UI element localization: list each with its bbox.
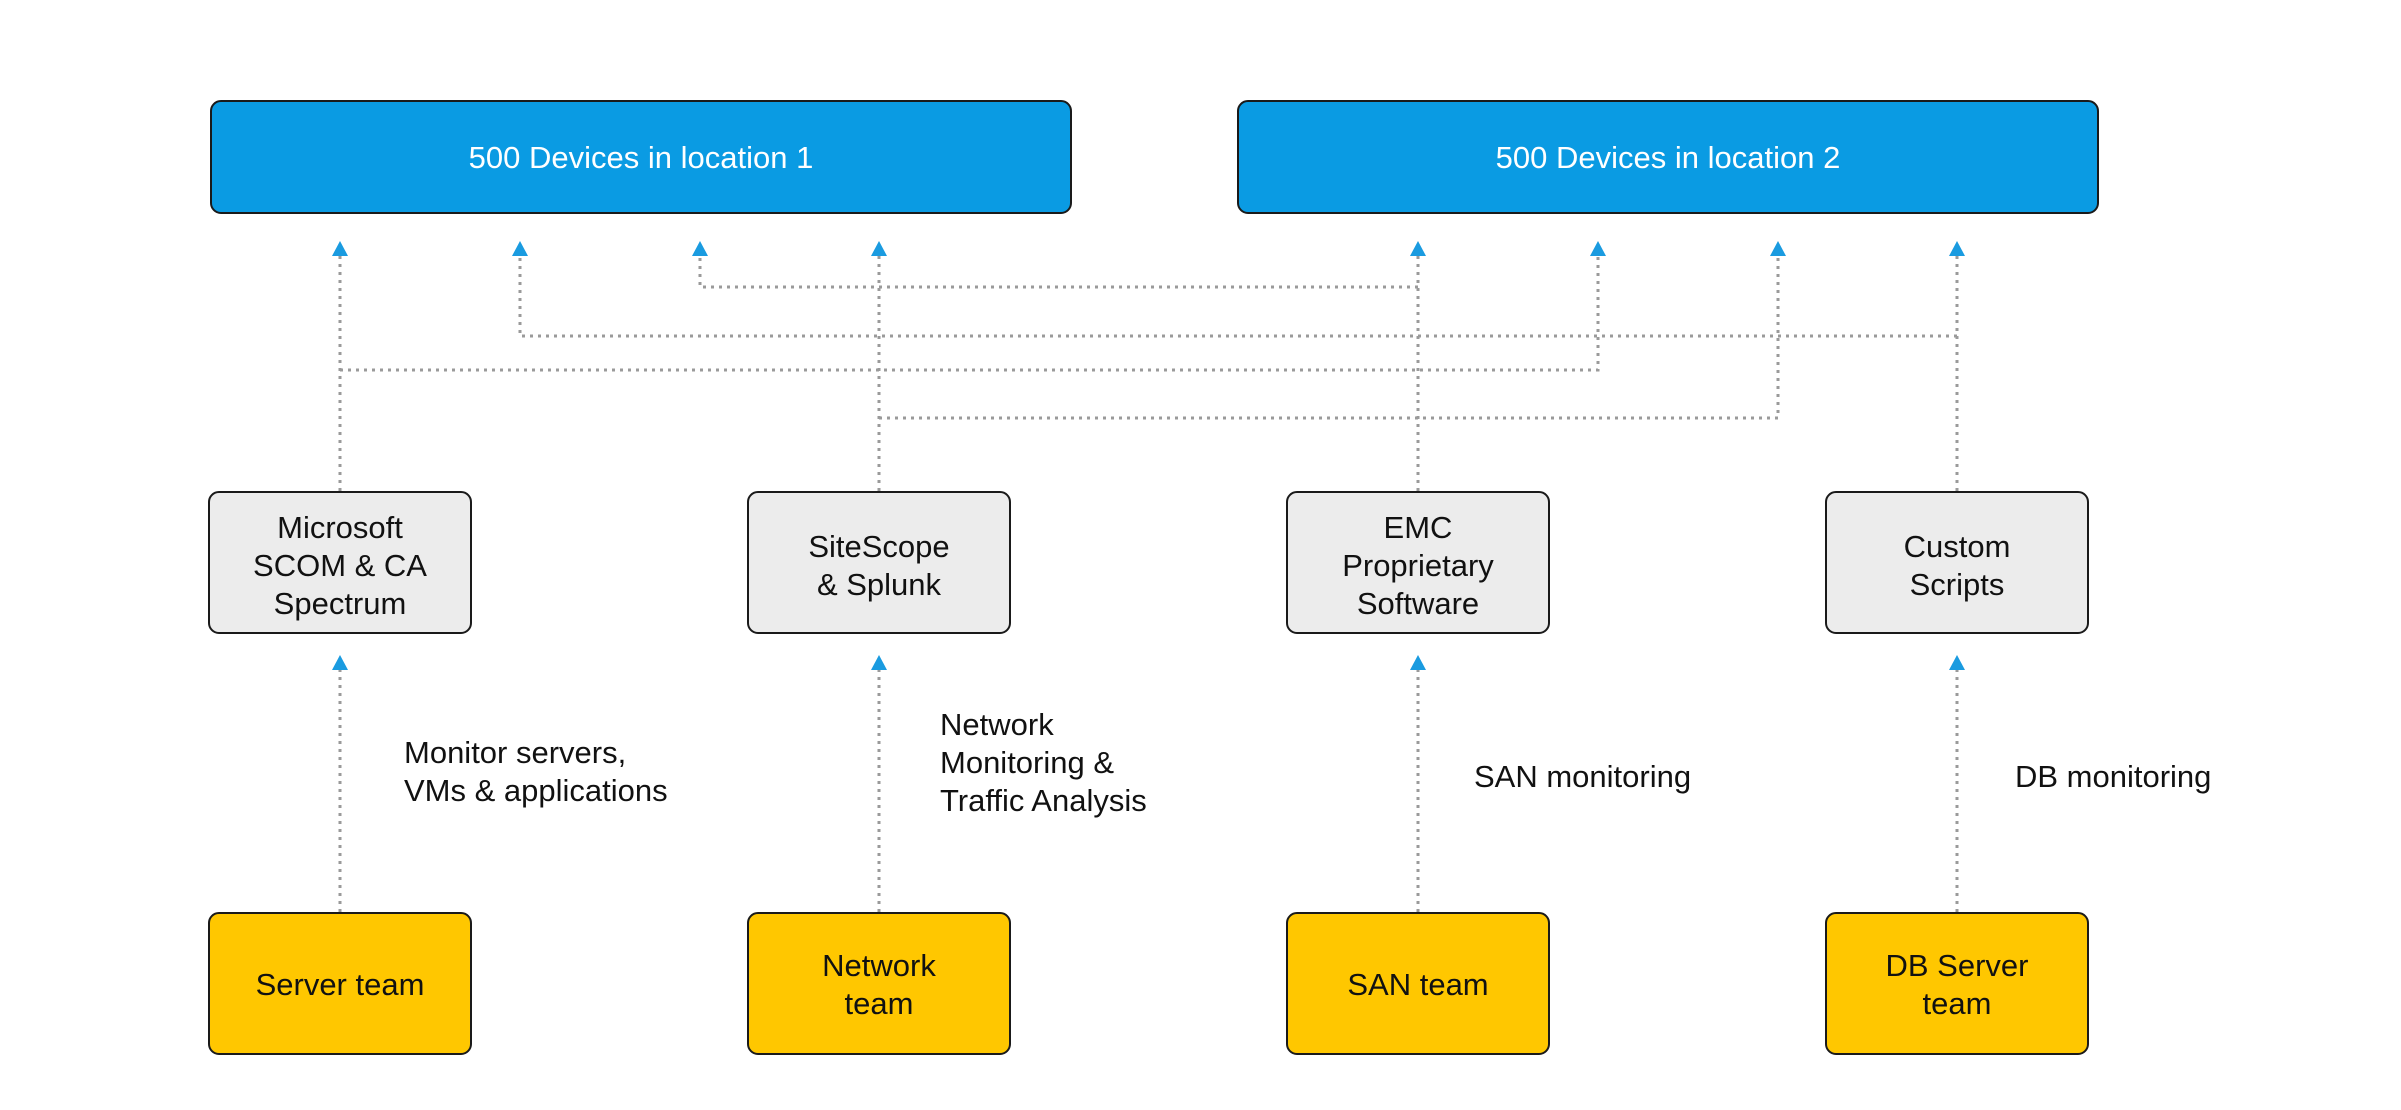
arrowhead-tool <box>1410 655 1426 670</box>
tool-label-line: Microsoft <box>277 510 403 545</box>
tool-box-scom: Microsoft SCOM & CA Spectrum <box>208 491 472 634</box>
arrowhead-location-1 <box>512 241 528 256</box>
tool-label-line: Proprietary <box>1342 548 1494 583</box>
arrowhead-tool <box>871 655 887 670</box>
tool-box-emc: EMC Proprietary Software <box>1286 491 1550 634</box>
location-box-2: 500 Devices in location 2 <box>1237 100 2099 214</box>
team-label-line: team <box>845 986 914 1021</box>
arrowhead-location-1 <box>692 241 708 256</box>
description-server: Monitor servers, VMs & applications <box>404 735 668 808</box>
description-line: Traffic Analysis <box>940 783 1147 818</box>
route-scripts-to-location-1 <box>518 246 1957 338</box>
team-label-line: SAN team <box>1347 967 1488 1002</box>
arrowhead-location-1 <box>332 241 348 256</box>
tool-label-line: Software <box>1357 586 1479 621</box>
team-box-san: SAN team <box>1286 912 1550 1055</box>
tool-box-sitescope: SiteScope & Splunk <box>747 491 1011 634</box>
description-line: Monitoring & <box>940 745 1114 780</box>
tool-label-line: Custom <box>1904 529 2011 564</box>
location-box-1: 500 Devices in location 1 <box>210 100 1072 214</box>
team-label-line: DB Server <box>1886 948 2029 983</box>
description-network: Network Monitoring & Traffic Analysis <box>940 707 1147 818</box>
tool-label-line: Scripts <box>1910 567 2005 602</box>
description-line: Network <box>940 707 1054 742</box>
team-box-network: Network team <box>747 912 1011 1055</box>
arrowheads <box>332 241 1965 670</box>
tool-label-line: SCOM & CA <box>253 548 427 583</box>
description-db: DB monitoring <box>2015 759 2211 794</box>
tool-label-line: EMC <box>1384 510 1453 545</box>
team-label-line: team <box>1923 986 1992 1021</box>
connector-lines <box>338 246 1959 912</box>
location-label: 500 Devices in location 2 <box>1496 140 1841 175</box>
location-label: 500 Devices in location 1 <box>469 140 814 175</box>
description-san: SAN monitoring <box>1474 759 1691 794</box>
description-line: DB monitoring <box>2015 759 2211 794</box>
arrowhead-location-2 <box>1770 241 1786 256</box>
tool-label-line: & Splunk <box>817 567 942 602</box>
team-label-line: Network <box>822 948 936 983</box>
route-scom-to-location-2 <box>340 246 1600 372</box>
route-emc-to-location-1 <box>698 246 1418 289</box>
description-line: Monitor servers, <box>404 735 626 770</box>
arrowhead-tool <box>332 655 348 670</box>
description-line: VMs & applications <box>404 773 668 808</box>
team-box-server: Server team <box>208 912 472 1055</box>
arrowhead-location-2 <box>1949 241 1965 256</box>
arrowhead-tool <box>1949 655 1965 670</box>
description-line: SAN monitoring <box>1474 759 1691 794</box>
tool-label-line: SiteScope <box>808 529 949 564</box>
arrowhead-location-2 <box>1410 241 1426 256</box>
tool-label-line: Spectrum <box>274 586 407 621</box>
tool-box-custom-scripts: Custom Scripts <box>1825 491 2089 634</box>
arrowhead-location-1 <box>871 241 887 256</box>
arrowhead-location-2 <box>1590 241 1606 256</box>
team-label-line: Server team <box>256 967 425 1002</box>
route-sitescope-to-location-2 <box>879 246 1780 420</box>
team-box-db-server: DB Server team <box>1825 912 2089 1055</box>
